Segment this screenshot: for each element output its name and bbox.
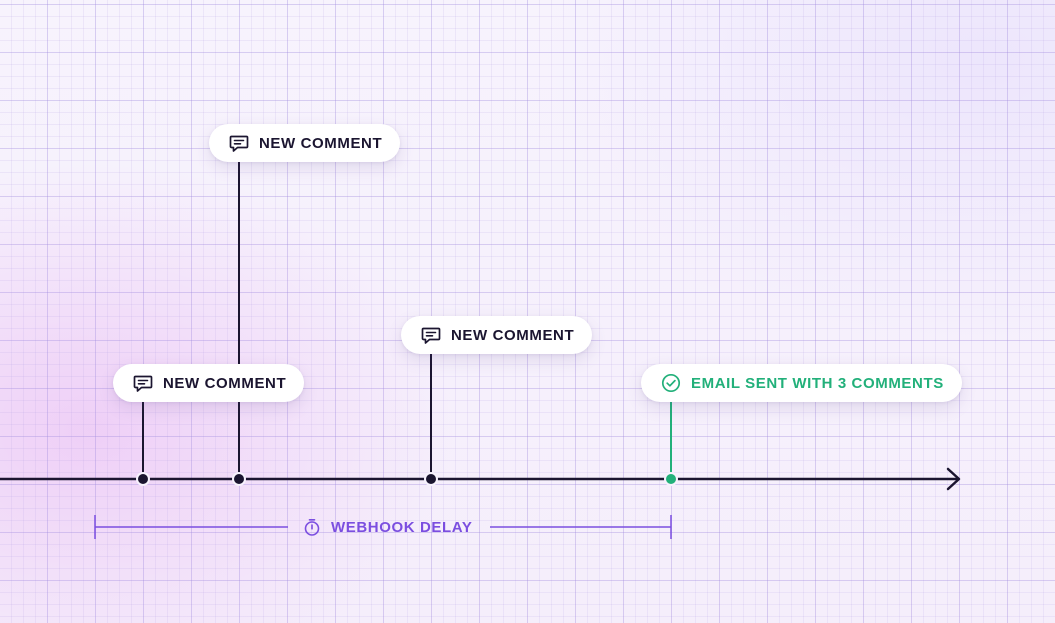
event-label-email-sent: EMAIL SENT WITH 3 COMMENTS: [691, 374, 944, 392]
webhook-delay-text: WEBHOOK DELAY: [331, 518, 473, 536]
comment-icon: [420, 324, 442, 346]
event-pill-email-sent: EMAIL SENT WITH 3 COMMENTS: [641, 364, 962, 402]
event-pill-3: NEW COMMENT: [401, 316, 593, 354]
event-pill-1: NEW COMMENT: [113, 364, 305, 402]
event-pill-2: NEW COMMENT: [209, 124, 401, 162]
comment-icon: [228, 132, 250, 154]
stopwatch-icon: [302, 517, 322, 537]
check-circle-icon: [660, 372, 682, 394]
event-label-2: NEW COMMENT: [259, 134, 383, 152]
event-label-1: NEW COMMENT: [163, 374, 287, 392]
comment-icon: [132, 372, 154, 394]
timeline-arrowhead: [946, 467, 961, 491]
webhook-delay-label: WEBHOOK DELAY: [294, 515, 480, 539]
event-label-3: NEW COMMENT: [451, 326, 575, 344]
